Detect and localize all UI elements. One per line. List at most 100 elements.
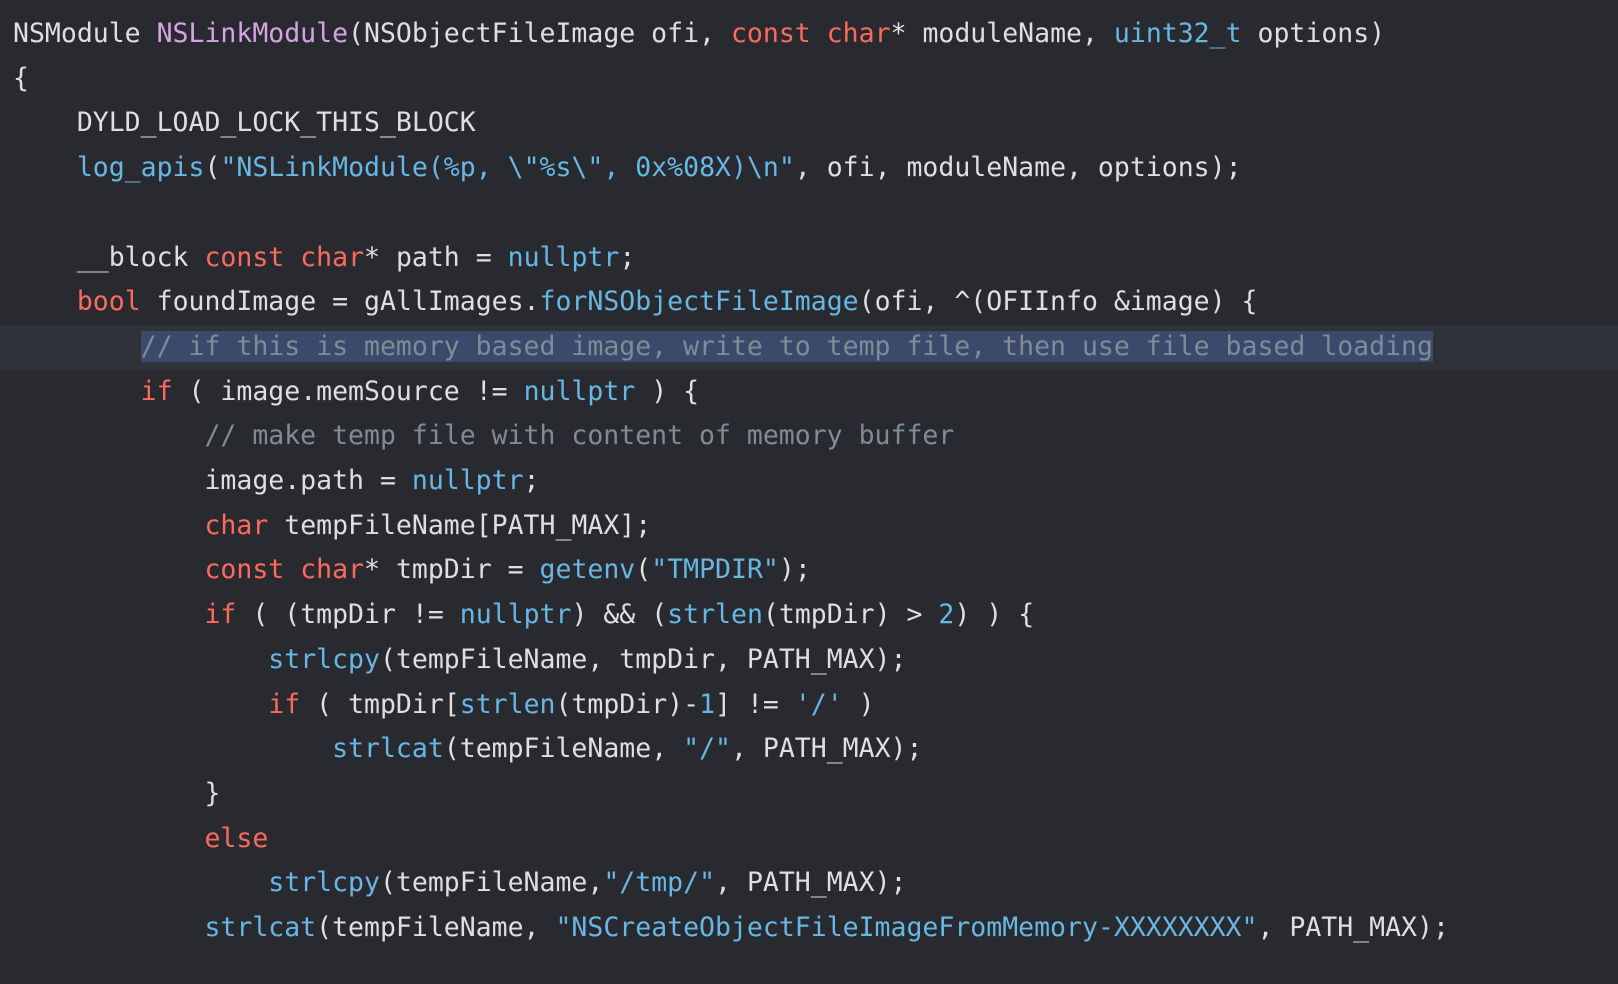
code-token: (tempFileName, [316, 912, 556, 943]
code-token: "NSLinkModule(%p, \"%s\", 0x%08X)\n" [220, 152, 795, 184]
code-token: ; [523, 465, 540, 496]
code-token: (ofi, ^(OFIInfo &image) { [858, 286, 1258, 318]
code-line[interactable]: strlcpy(tempFileName, tmpDir, PATH_MAX); [0, 638, 1618, 683]
code-token: strlcat [204, 912, 317, 943]
code-token [13, 152, 77, 183]
code-token: if [268, 688, 301, 720]
code-token: "TMPDIR" [651, 554, 779, 586]
code-token [13, 912, 204, 943]
code-token [13, 286, 77, 317]
code-token: char [300, 241, 365, 273]
code-token [13, 867, 268, 898]
code-line[interactable]: DYLD_LOAD_LOCK_THIS_BLOCK [0, 101, 1618, 146]
code-token [13, 644, 268, 675]
code-token: char [204, 509, 269, 541]
code-line[interactable]: if ( (tmpDir != nullptr) && (strlen(tmpD… [0, 593, 1618, 638]
code-line[interactable] [0, 191, 1618, 236]
code-comment: // make temp file with content of memory… [204, 420, 955, 452]
code-line[interactable]: bool foundImage = gAllImages.forNSObject… [0, 280, 1618, 325]
code-token [13, 331, 141, 362]
code-token [13, 599, 204, 630]
code-token: ( tmpDir[ [300, 688, 460, 720]
code-line[interactable]: image.path = nullptr; [0, 459, 1618, 504]
code-token: if [204, 599, 237, 631]
code-token: 2 [938, 599, 955, 631]
code-line[interactable]: log_apis("NSLinkModule(%p, \"%s\", 0x%08… [0, 146, 1618, 191]
code-token: * tmpDir = [364, 554, 540, 586]
code-token: strlen [667, 599, 763, 631]
code-token [13, 733, 332, 764]
code-token: , PATH_MAX); [1257, 912, 1449, 943]
code-token [13, 420, 204, 451]
code-token [284, 554, 300, 585]
code-token: , PATH_MAX); [730, 733, 923, 765]
code-token: { [13, 62, 29, 94]
code-token: ( (tmpDir != [236, 599, 460, 631]
code-line[interactable]: strlcat(tempFileName, "/", PATH_MAX); [0, 727, 1618, 772]
code-token: nullptr [523, 375, 636, 407]
code-token: 1 [699, 688, 716, 720]
code-token: const [730, 18, 811, 49]
code-token: , PATH_MAX); [715, 867, 907, 899]
code-line[interactable]: if ( image.memSource != nullptr ) { [0, 370, 1618, 415]
code-line[interactable]: NSModule NSLinkModule(NSObjectFileImage … [0, 12, 1618, 57]
code-line[interactable]: // make temp file with content of memory… [0, 414, 1618, 459]
code-token: const [204, 554, 285, 586]
code-token: else [204, 822, 269, 854]
code-token: NSLinkModule [156, 18, 349, 49]
code-token: forNSObjectFileImage [539, 286, 859, 318]
code-token: NSModule [13, 18, 157, 49]
code-token: strlcpy [268, 643, 380, 675]
code-line[interactable]: { [0, 57, 1618, 102]
code-line[interactable]: else [0, 817, 1618, 862]
code-token: ( image.memSource != [172, 375, 524, 407]
code-token: options) [1241, 18, 1386, 49]
code-token: log_apis [76, 152, 205, 184]
code-token: * path = [364, 241, 508, 273]
code-token: image.path = [13, 465, 412, 496]
code-token: ); [778, 554, 811, 586]
code-token: ] != [715, 688, 795, 720]
code-token: if [140, 375, 173, 407]
code-token: char [300, 554, 365, 586]
code-token: tempFileName[PATH_MAX]; [268, 509, 652, 541]
code-token: ) { [635, 375, 700, 407]
code-token: const [204, 241, 285, 273]
code-token: , ofi, moduleName, options); [794, 152, 1242, 184]
code-token: ) ) { [954, 599, 1035, 631]
code-token: char [826, 18, 891, 49]
code-line[interactable]: strlcat(tempFileName, "NSCreateObjectFil… [0, 906, 1618, 951]
code-line[interactable]: const char* tmpDir = getenv("TMPDIR"); [0, 548, 1618, 593]
code-token [811, 18, 827, 49]
code-line[interactable]: char tempFileName[PATH_MAX]; [0, 504, 1618, 549]
code-line[interactable]: if ( tmpDir[strlen(tmpDir)-1] != '/' ) [0, 683, 1618, 728]
code-token: strlcpy [268, 867, 380, 899]
code-token: "/tmp/" [603, 867, 716, 899]
code-token: DYLD_LOAD_LOCK_THIS_BLOCK [13, 107, 476, 139]
code-comment: // if this is memory based image, write … [140, 330, 1433, 362]
code-token: ) [842, 688, 875, 720]
code-token [284, 242, 300, 273]
code-token: '/' [794, 688, 843, 720]
code-line[interactable]: strlcpy(tempFileName,"/tmp/", PATH_MAX); [0, 861, 1618, 906]
code-token [13, 510, 204, 541]
code-token: (NSObjectFileImage ofi, [348, 18, 731, 49]
code-token: uint32_t [1113, 18, 1242, 49]
code-token: ; [619, 241, 636, 273]
code-token: ) && ( [571, 599, 668, 631]
code-token: (tempFileName, [379, 867, 604, 899]
code-token [13, 823, 204, 854]
code-token: strlen [459, 688, 556, 720]
code-token: __block [13, 241, 205, 273]
code-token: (tmpDir) > [762, 599, 939, 631]
code-token: getenv [539, 554, 636, 586]
code-token: (tmpDir)- [555, 688, 700, 720]
code-line[interactable]: // if this is memory based image, write … [0, 324, 1618, 370]
code-line[interactable]: } [0, 772, 1618, 817]
code-token: (tempFileName, tmpDir, PATH_MAX); [379, 643, 907, 675]
code-token: (tempFileName, [443, 733, 684, 765]
code-token: strlcat [332, 733, 444, 765]
code-token: nullptr [411, 465, 524, 496]
code-line[interactable]: __block const char* path = nullptr; [0, 236, 1618, 281]
